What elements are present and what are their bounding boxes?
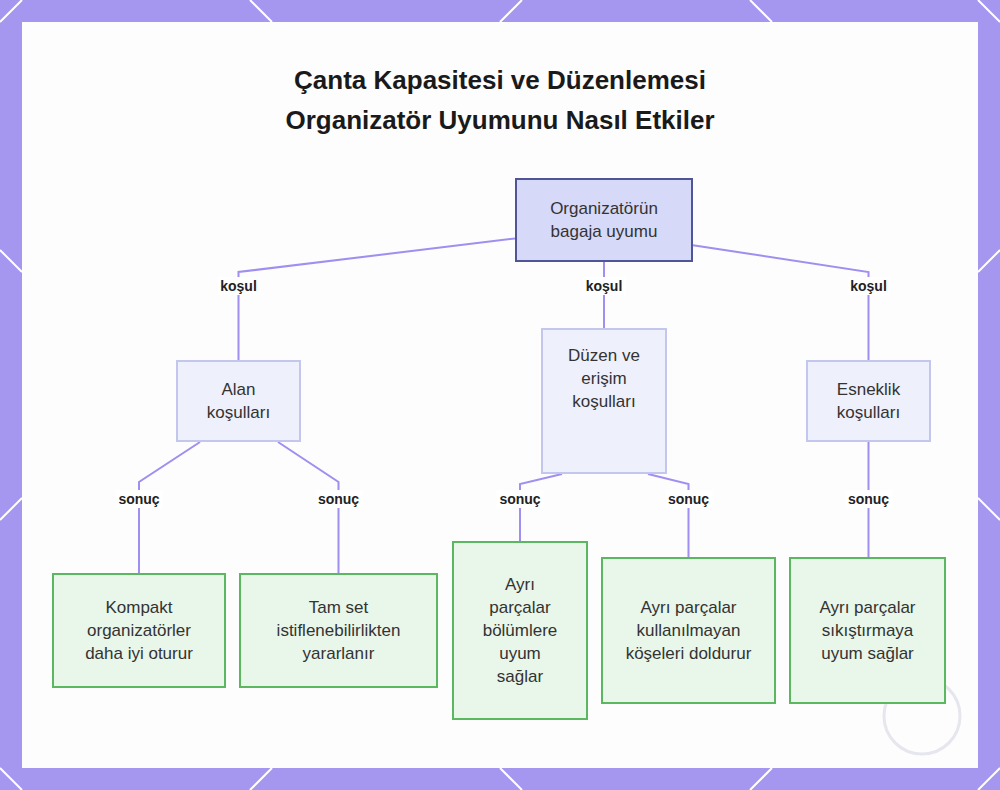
edge-label: sonuç xyxy=(115,490,162,508)
condition-box: Esneklik koşulları xyxy=(806,360,931,442)
node-text: Kompakt organizatörler daha iyi oturur xyxy=(77,596,201,665)
result-box: Ayrı parçalar sıkıştırmaya uyum sağlar xyxy=(789,557,946,704)
root-box: Organizatörün bagaja uyumu xyxy=(515,178,693,262)
result-box: Kompakt organizatörler daha iyi oturur xyxy=(52,573,226,688)
node-text: Ayrı parçalar kullanılmayan köşeleri dol… xyxy=(624,596,754,665)
edge-label: koşul xyxy=(847,277,890,295)
diagram-title: Çanta Kapasitesi ve Düzenlemesi Organiza… xyxy=(240,60,760,140)
condition-box: Alan koşulları xyxy=(176,360,301,442)
condition-box: Düzen ve erişim koşulları xyxy=(541,328,667,474)
node-text: Esneklik koşulları xyxy=(824,378,914,424)
node-text: Alan koşulları xyxy=(194,378,284,424)
connector xyxy=(603,262,605,328)
edge-label: sonuç xyxy=(845,490,892,508)
panel xyxy=(22,22,978,768)
node-text: Organizatörün bagaja uyumu xyxy=(534,197,674,243)
edge-label: sonuç xyxy=(315,490,362,508)
result-box: Ayrı parçalar bölümlere uyum sağlar xyxy=(452,541,588,720)
connector xyxy=(648,474,689,557)
edge-label: koşul xyxy=(217,277,260,295)
result-box: Tam set istiflenebilirlikten yararlanır xyxy=(239,573,438,688)
node-text: Tam set istiflenebilirlikten yararlanır xyxy=(264,596,414,665)
edge-label: sonuç xyxy=(665,490,712,508)
node-text: Düzen ve erişim koşulları xyxy=(559,344,649,413)
node-text: Ayrı parçalar sıkıştırmaya uyum sağlar xyxy=(818,596,918,665)
connector xyxy=(239,238,516,360)
result-box: Ayrı parçalar kullanılmayan köşeleri dol… xyxy=(601,557,776,704)
edge-label: sonuç xyxy=(496,490,543,508)
edge-label: koşul xyxy=(583,277,626,295)
connector xyxy=(693,245,869,360)
node-text: Ayrı parçalar bölümlere uyum sağlar xyxy=(479,573,561,688)
